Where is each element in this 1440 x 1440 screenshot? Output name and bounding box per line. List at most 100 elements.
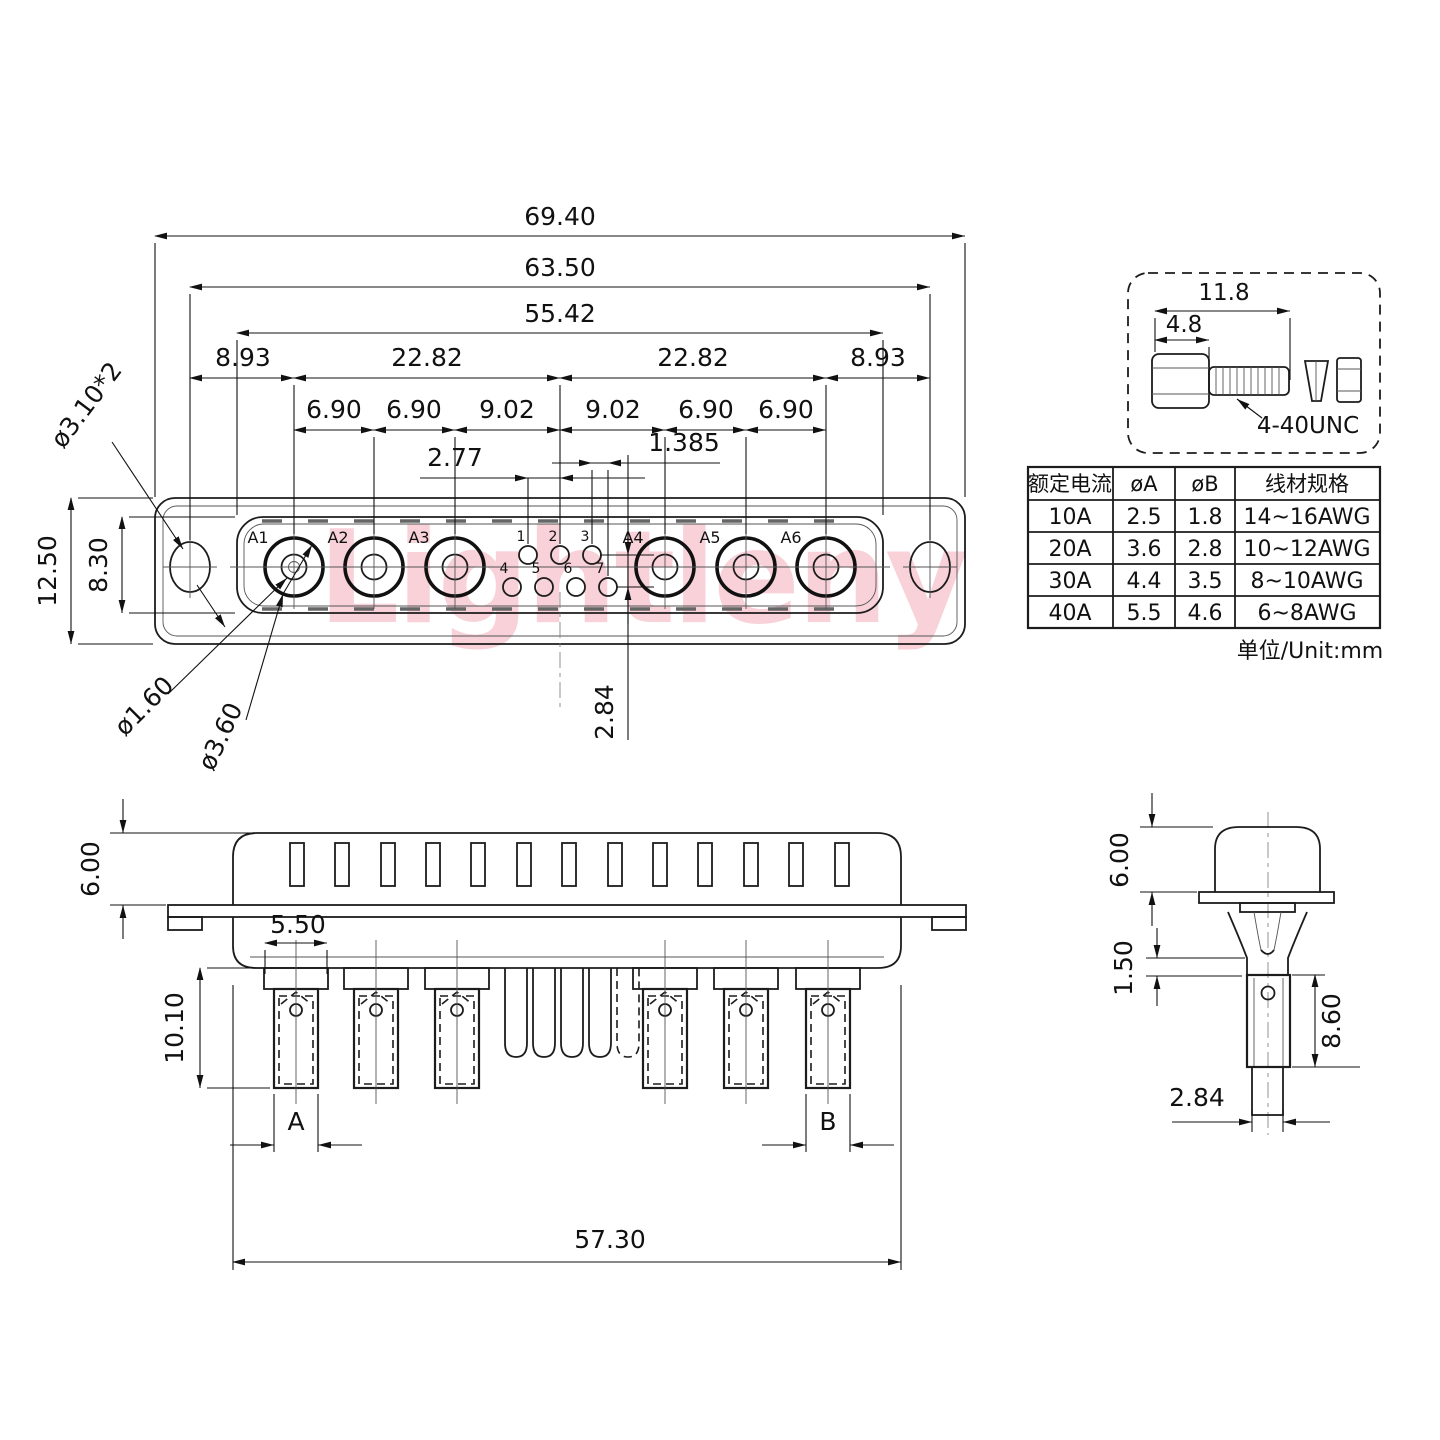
contact-label-a2: A2 [327,528,348,547]
rear-shell-outline [232,832,902,905]
signal-solder-cups [504,968,640,1058]
detail-border [1127,272,1381,454]
side-cap-outline [1214,826,1321,892]
dim-body-width: 57.30 [232,985,902,1270]
dim-screw-length: 11.8 [1154,280,1291,380]
svg-text:B: B [819,1107,836,1136]
contact-label-a3: A3 [408,528,429,547]
flange [167,904,967,918]
dim-barrel-length: 8.60 [1292,974,1360,1068]
flange-tab-right [931,916,967,931]
dim-group-left: 22.82 [293,343,560,534]
power-contact-a6 [784,525,868,609]
svg-text:ø3.10*2: ø3.10*2 [45,356,128,453]
contact-label-a5: A5 [699,528,720,547]
spec-table: 额定电流 øA øB 线材规格 10A 2.5 1.8 14~16AWG 20A… [1026,465,1383,664]
signal-pin-2 [550,545,570,565]
table-row: 20A 3.6 2.8 10~12AWG [1048,537,1370,562]
power-contact-a5 [704,525,788,609]
dim-row-gap: 2.84 [590,455,654,740]
side-flange [1198,891,1335,904]
power-terminal [713,940,779,1104]
table-row: 30A 4.4 3.5 8~10AWG [1048,569,1363,594]
svg-text:1.385: 1.385 [648,428,720,457]
dim-b: B [762,1094,894,1152]
contact-label-a6: A6 [780,528,801,547]
power-contact-a1 [252,525,336,609]
dim-edge-left: 8.93 [189,343,294,382]
svg-text:57.30: 57.30 [574,1225,646,1254]
power-terminal [343,940,409,1104]
svg-text:6.00: 6.00 [76,841,105,897]
contact-label-a1: A1 [247,528,268,547]
svg-text:1.50: 1.50 [1109,940,1138,996]
pin-label-2: 2 [549,529,558,545]
dim-pitch-row: 6.90 6.90 9.02 9.02 6.90 6.90 [293,395,826,534]
svg-text:6.00: 6.00 [1105,832,1134,888]
contact-slots [289,842,850,887]
svg-text:4.8: 4.8 [1166,312,1203,338]
col-header-dia-b: øB [1191,472,1218,496]
svg-text:20A: 20A [1048,537,1091,562]
power-contact-a2 [332,525,416,609]
col-header-dia-a: øA [1130,472,1158,496]
pin-label-6: 6 [564,561,573,577]
svg-text:63.50: 63.50 [524,253,596,282]
dim-overall-width: 69.40 [154,202,966,497]
dim-head-length: 4.8 [1154,312,1210,362]
svg-text:10A: 10A [1048,505,1091,530]
svg-text:A: A [287,1107,304,1136]
svg-text:9.02: 9.02 [585,395,641,424]
dim-tail-width: 2.84 [1169,1083,1330,1132]
signal-pin-1 [518,545,538,565]
svg-text:12.50: 12.50 [33,535,62,607]
svg-text:6~8AWG: 6~8AWG [1257,601,1356,626]
col-header-wire: 线材规格 [1265,472,1349,496]
dim-a: A [230,1094,362,1152]
svg-text:2.5: 2.5 [1127,505,1162,530]
screw-detail: 11.8 4.8 4-40UNC [1127,272,1381,454]
svg-text:6.90: 6.90 [678,395,734,424]
dim-terminal-length: 10.10 [160,967,270,1089]
svg-text:ø3.60: ø3.60 [192,698,248,775]
svg-text:22.82: 22.82 [657,343,729,372]
svg-text:9.02: 9.02 [479,395,535,424]
cone-pin-part [1303,360,1330,402]
table-row: 10A 2.5 1.8 14~16AWG [1048,505,1370,530]
svg-text:1.8: 1.8 [1188,505,1223,530]
side-bell [1227,911,1308,975]
thumbscrew [1151,353,1290,409]
side-terminal-tail [1251,1066,1284,1116]
signal-pin-6 [566,577,586,597]
svg-text:8.60: 8.60 [1317,993,1346,1049]
dim-side-shell-height: 6.00 [1105,793,1213,926]
sleeve-part [1336,357,1362,403]
svg-text:30A: 30A [1048,569,1091,594]
power-contact-a3 [413,525,497,609]
dim-group-right: 22.82 [559,343,827,544]
pin-label-3: 3 [581,529,590,545]
svg-text:22.82: 22.82 [391,343,463,372]
power-terminal [632,940,698,1104]
dim-hole-span: 63.50 [189,253,931,540]
rear-body-outline [232,917,902,969]
dim-shell-height: 12.50 [33,497,153,645]
dim-block-width: 5.50 [264,910,328,974]
svg-text:ø1.60: ø1.60 [109,671,180,742]
svg-text:69.40: 69.40 [524,202,596,231]
power-terminal [263,940,329,1104]
svg-text:3.5: 3.5 [1188,569,1223,594]
side-flange-step [1239,902,1296,913]
dim-insert-height: 8.30 [84,516,235,614]
signal-pin-5 [534,577,554,597]
svg-text:55.42: 55.42 [524,299,596,328]
signal-pin-4 [502,577,522,597]
svg-text:4-40UNC: 4-40UNC [1257,413,1359,439]
svg-text:4.4: 4.4 [1127,569,1162,594]
dim-pin-offset: 1.385 [552,428,720,576]
svg-text:3.6: 3.6 [1127,537,1162,562]
pin-label-1: 1 [517,529,526,545]
svg-text:8.30: 8.30 [84,537,113,593]
svg-text:5.5: 5.5 [1127,601,1162,626]
